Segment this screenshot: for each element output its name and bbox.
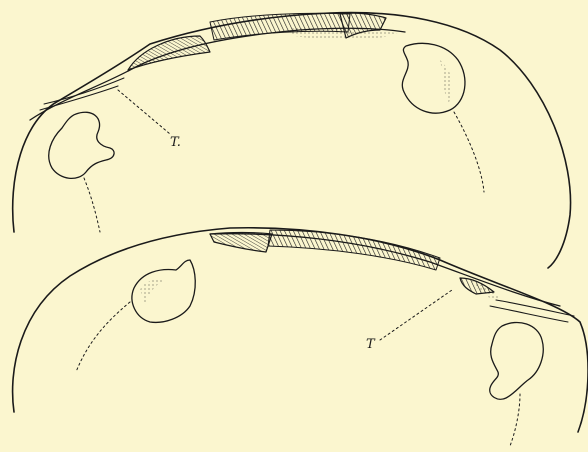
lower-anterior-scar-stipple <box>140 278 168 307</box>
upper-label-T: T. <box>170 135 181 150</box>
upper-hinge-end <box>40 86 118 110</box>
upper-posterior-scar-stipple <box>440 60 452 104</box>
lower-left-tooth <box>210 233 272 253</box>
lower-ligament <box>268 230 440 270</box>
lower-valve <box>13 228 588 446</box>
upper-left-tooth <box>128 36 210 70</box>
lower-posterior-scar <box>490 322 543 399</box>
upper-pallial-line-left <box>84 178 100 232</box>
upper-pallial-line-right <box>454 112 484 192</box>
lower-hinge-end <box>496 300 574 316</box>
lower-pallial-line-right <box>510 394 520 446</box>
upper-hinge-inner-line <box>30 28 405 120</box>
lower-hinge-end-2 <box>490 306 568 322</box>
lower-pallial-line-left <box>76 302 130 372</box>
lower-shell-outline <box>13 228 588 432</box>
lower-label-leader <box>380 290 452 340</box>
upper-label-leader <box>118 90 170 134</box>
upper-anterior-scar <box>49 112 114 178</box>
lower-label-T: T <box>366 337 376 352</box>
upper-posterior-scar <box>402 43 465 113</box>
